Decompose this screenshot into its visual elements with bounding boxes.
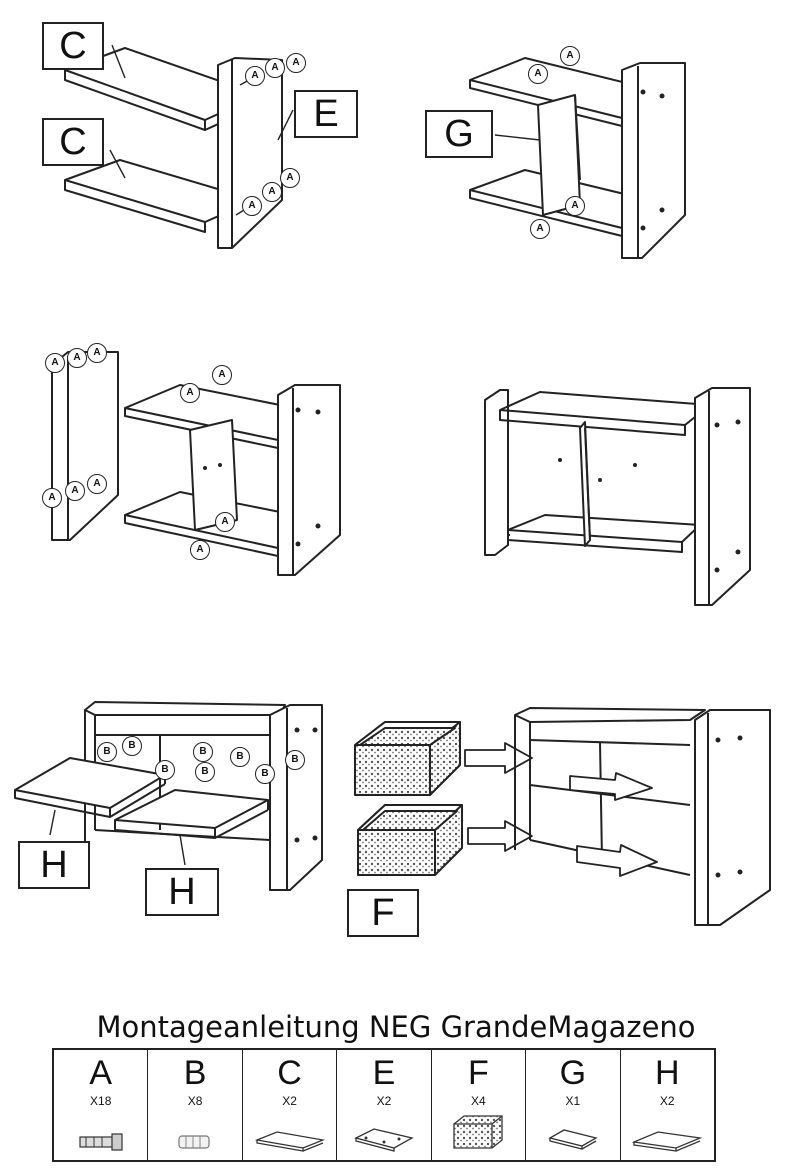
part-quantity: X1 <box>565 1094 581 1108</box>
side-panel-icon <box>354 1128 414 1152</box>
document-title: Montageanleitung NEG GrandeMagazeno <box>96 1010 696 1044</box>
part-cell-g: G X1 <box>526 1050 621 1160</box>
screw-badge-a: A <box>42 488 62 508</box>
screw-badge-a: A <box>560 46 580 66</box>
part-label-c: C <box>42 22 104 70</box>
part-label-g: G <box>425 110 493 158</box>
part-quantity: X2 <box>376 1094 392 1108</box>
dowel-badge-b: B <box>195 762 215 782</box>
screw-badge-a: A <box>286 53 306 73</box>
screw-badge-a: A <box>190 540 210 560</box>
step-3-drawing <box>51 351 341 576</box>
part-cell-b: B X8 <box>148 1050 243 1160</box>
board-icon <box>254 1131 325 1152</box>
screw-badge-a: A <box>245 66 265 86</box>
part-cell-a: A X18 <box>54 1050 149 1160</box>
basket-icon <box>453 1115 504 1149</box>
step-2-drawing <box>469 57 686 259</box>
dowel-badge-b: B <box>285 750 305 770</box>
dowel-badge-b: B <box>230 747 250 767</box>
shelf-icon <box>632 1131 703 1152</box>
part-letter: A <box>89 1054 113 1092</box>
screw-badge-a: A <box>565 196 585 216</box>
part-letter: E <box>372 1054 396 1092</box>
dowel-badge-b: B <box>97 742 117 762</box>
screw-badge-a: A <box>87 474 107 494</box>
part-quantity: X8 <box>187 1094 203 1108</box>
screw-badge-a: A <box>45 353 65 373</box>
part-cell-e: E X2 <box>337 1050 432 1160</box>
screw-icon <box>79 1133 123 1151</box>
screw-badge-a: A <box>265 58 285 78</box>
screw-badge-a: A <box>242 196 262 216</box>
screw-badge-a: A <box>262 182 282 202</box>
dowel-badge-b: B <box>193 742 213 762</box>
part-quantity: X18 <box>90 1094 112 1108</box>
part-letter: G <box>559 1054 587 1092</box>
step-5-drawing <box>14 701 323 891</box>
dowel-badge-b: B <box>255 764 275 784</box>
part-cell-f: F X4 <box>432 1050 527 1160</box>
screw-badge-a: A <box>67 348 87 368</box>
part-label-h: H <box>18 841 90 889</box>
part-cell-c: C X2 <box>243 1050 338 1160</box>
screw-badge-a: A <box>180 383 200 403</box>
screw-badge-a: A <box>530 219 550 239</box>
part-quantity: X4 <box>471 1094 486 1108</box>
part-quantity: X2 <box>659 1094 675 1108</box>
screw-badge-a: A <box>212 365 232 385</box>
screw-badge-a: A <box>280 168 300 188</box>
part-label-c: C <box>42 118 104 166</box>
parts-list-table: A X18 B X8 C X2 E X2 <box>52 1048 716 1162</box>
dowel-badge-b: B <box>155 760 175 780</box>
dowel-icon <box>178 1135 210 1149</box>
step-6-drawing <box>354 707 771 926</box>
part-label-f: F <box>347 889 419 937</box>
part-quantity: X2 <box>282 1094 297 1108</box>
part-label-h: H <box>145 868 219 916</box>
part-cell-h: H X2 <box>621 1050 714 1160</box>
step-4-drawing <box>484 387 751 606</box>
part-letter: B <box>183 1054 207 1092</box>
part-letter: F <box>468 1054 489 1092</box>
part-letter: C <box>277 1054 302 1092</box>
part-letter: H <box>654 1054 680 1092</box>
screw-badge-a: A <box>215 512 235 532</box>
screw-badge-a: A <box>528 64 548 84</box>
part-label-e: E <box>294 90 358 138</box>
screw-badge-a: A <box>65 481 85 501</box>
screw-badge-a: A <box>87 343 107 363</box>
dowel-badge-b: B <box>122 736 142 756</box>
divider-icon <box>548 1129 598 1150</box>
